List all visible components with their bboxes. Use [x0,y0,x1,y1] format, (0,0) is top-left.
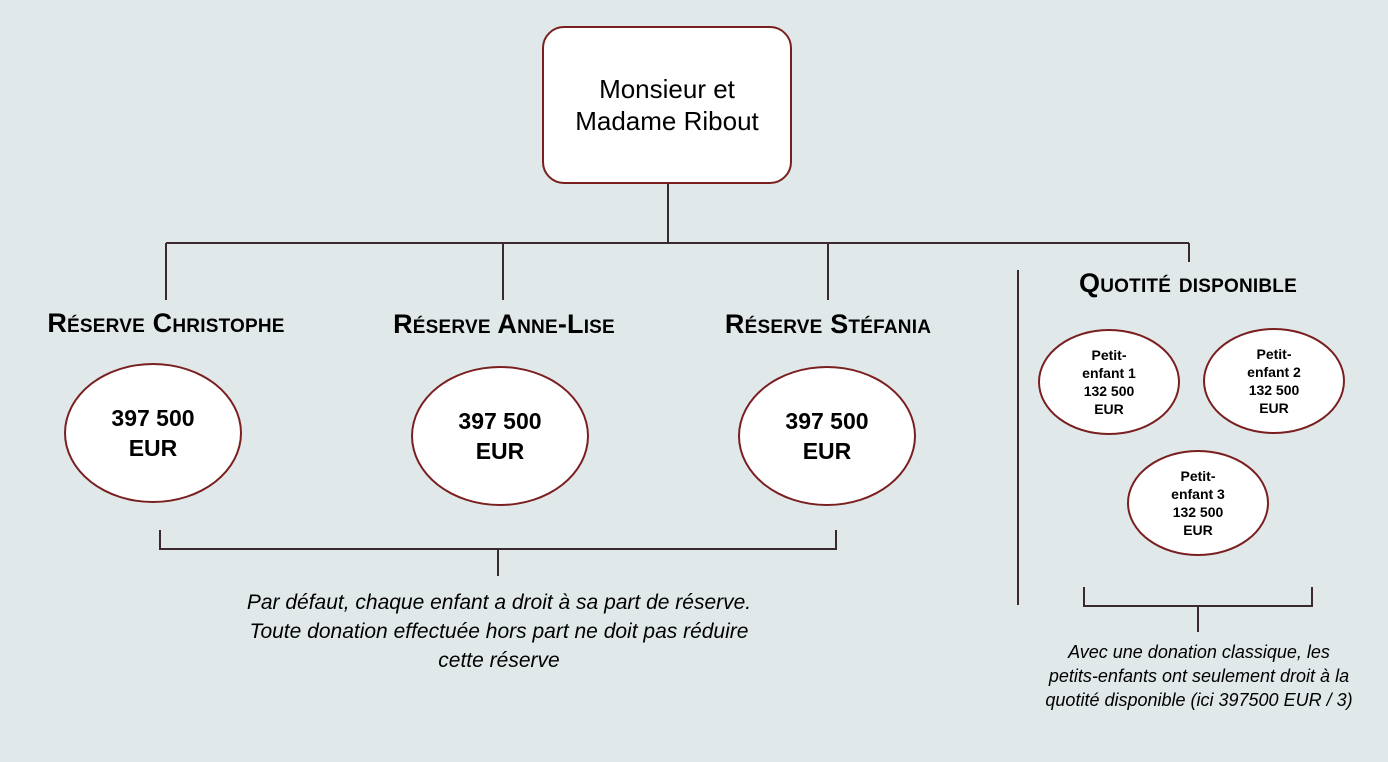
grandchild-line1: Petit- [1256,346,1292,362]
quotite-note: Avec une donation classique, les petits-… [1045,642,1353,710]
grandchild-line2: enfant 3 [1171,486,1225,502]
grandchild-amount: 132 500 [1248,382,1300,398]
grandchild-unit: EUR [1183,522,1213,538]
grandchild-line1: Petit- [1180,468,1216,484]
grandchild-ellipse-2: Petit- enfant 2 132 500 EUR [1203,328,1345,434]
reserve-unit: EUR [802,438,852,464]
reserve-ellipse-christophe: 397 500 EUR [64,363,242,503]
root-line2: Madame Ribout [575,106,759,136]
reserve-ellipse-stefania: 397 500 EUR [738,366,916,506]
grandchild-ellipse-1: Petit- enfant 1 132 500 EUR [1038,329,1180,435]
reserve-title-anne-lise: Réserve Anne-Lise [393,309,615,339]
reserve-ellipse-anne-lise: 397 500 EUR [411,366,589,506]
root-line1: Monsieur et [599,74,735,104]
reserve-amount: 397 500 [111,405,195,431]
reserve-unit: EUR [475,438,525,464]
reserve-note: Par défaut, chaque enfant a droit à sa p… [246,591,752,672]
grandchild-amount: 132 500 [1083,383,1135,399]
grandchild-unit: EUR [1259,400,1289,416]
grandchild-line2: enfant 1 [1082,365,1136,381]
grandchild-line2: enfant 2 [1247,364,1301,380]
grandchild-ellipse-3: Petit- enfant 3 132 500 EUR [1127,450,1269,556]
reserve-title-stefania: Réserve Stéfania [724,309,932,339]
root-node: Monsieur et Madame Ribout [542,26,792,184]
grandchild-line1: Petit- [1091,347,1127,363]
reserve-amount: 397 500 [458,408,542,434]
reserve-unit: EUR [128,435,178,461]
quotite-title: Quotité disponible [1079,268,1297,298]
reserve-amount: 397 500 [785,408,869,434]
grandchild-unit: EUR [1094,401,1124,417]
grandchild-amount: 132 500 [1172,504,1224,520]
reserve-title-christophe: Réserve Christophe [47,308,285,338]
